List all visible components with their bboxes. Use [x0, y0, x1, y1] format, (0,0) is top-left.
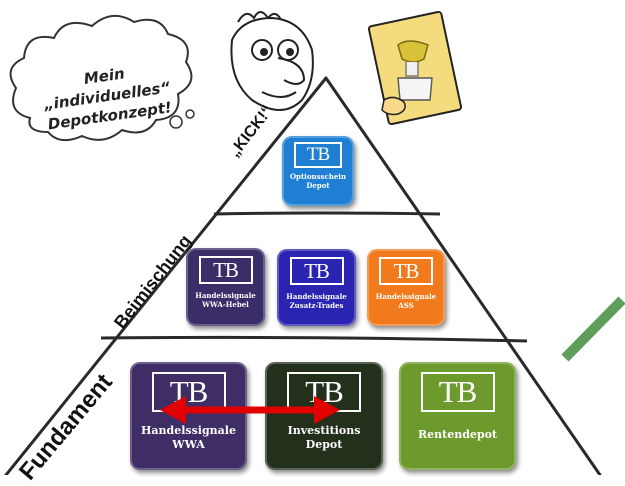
tile-caption: Investitions: [287, 424, 361, 437]
tile-optionsschein-depot[interactable]: TB Optionsschein Depot: [282, 136, 354, 206]
tile-caption: Depot: [306, 180, 330, 190]
tile-caption: ASS: [398, 300, 414, 310]
tile-caption: Handelssignale: [141, 424, 236, 437]
tb-logo-icon: TB: [198, 256, 253, 284]
depot-pyramid-diagram: Mein „individuelles“ Depotkonzept! „KICK…: [4, 10, 625, 485]
pyramid-outline: [4, 76, 602, 475]
tile-investitions-depot[interactable]: TB Investitions Depot: [265, 362, 383, 470]
pyramid-divider-lower: [100, 335, 528, 343]
pyramid-divider-upper: [213, 211, 441, 216]
tile-caption: WWA: [172, 437, 205, 451]
tile-caption: Handelssignale: [375, 292, 437, 301]
tile-handelssignale-ass[interactable]: TB Handelssignale ASS: [367, 249, 445, 326]
tile-caption: Zusatz-Trades: [289, 300, 344, 310]
tb-logo-icon: TB: [294, 142, 342, 168]
tile-caption: Optionsschein: [289, 172, 347, 181]
thought-bubble-dot: [169, 115, 183, 129]
green-accent-bar: [561, 296, 625, 362]
tb-logo-icon: TB: [289, 257, 344, 285]
tile-caption: Rentendepot: [417, 428, 497, 441]
tile-caption: Handelssignale: [195, 291, 256, 300]
tile-caption: Handelssignale: [286, 292, 347, 301]
cartoon-character: [230, 11, 314, 111]
tile-caption: Depot: [305, 437, 343, 451]
tile-handelssignale-wwa-hebel[interactable]: TB Handelssignale WWA-Hebel: [186, 248, 265, 326]
pyramid-illustration: [4, 10, 625, 475]
tb-logo-icon: TB: [287, 372, 361, 412]
tile-caption: WWA-Hebel: [202, 299, 249, 309]
tile-handelssignale-wwa[interactable]: TB Handelssignale WWA: [130, 362, 247, 470]
tile-handelssignale-zusatz-trades[interactable]: TB Handelssignale Zusatz-Trades: [277, 249, 356, 326]
tile-rentendepot[interactable]: TB Rentendepot: [399, 362, 516, 470]
tb-logo-icon: TB: [379, 257, 433, 285]
tb-logo-icon: TB: [420, 372, 495, 412]
thought-cloud: [9, 15, 193, 142]
tb-logo-icon: TB: [151, 372, 226, 412]
trophy-poster: [367, 10, 463, 126]
thought-bubble-dot: [185, 109, 195, 119]
